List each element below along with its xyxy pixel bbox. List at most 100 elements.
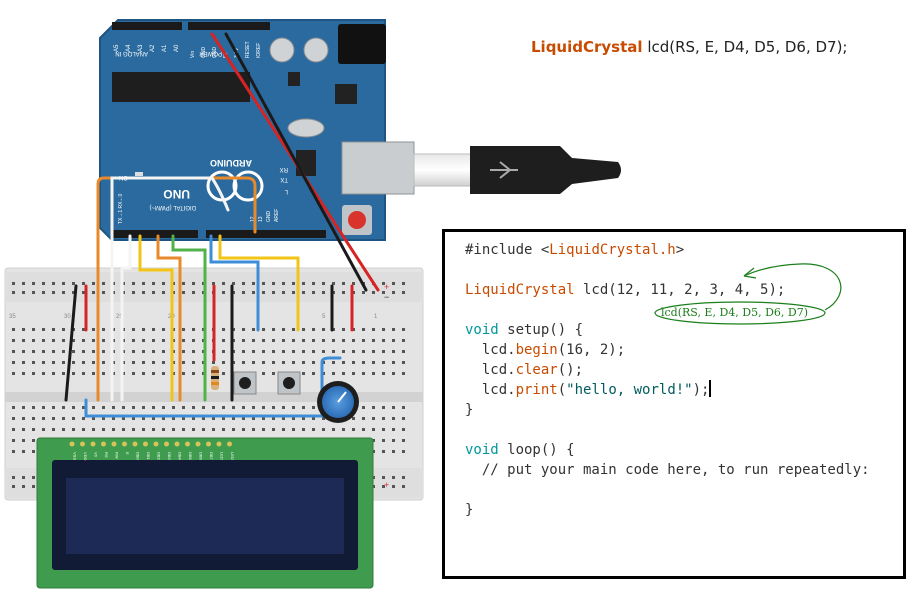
code-comment: // put your main code here, to run repea… bbox=[465, 462, 870, 478]
lcd-pin-label: VDD bbox=[83, 452, 88, 461]
lcd-pin-label: V0 bbox=[94, 452, 99, 458]
lcd-pin bbox=[195, 441, 201, 447]
board-pin13-label: 13 bbox=[258, 216, 264, 222]
code-loop-rest: loop() { bbox=[498, 442, 575, 458]
board-gnd-label: GND bbox=[266, 211, 272, 223]
lcd-pin bbox=[227, 441, 232, 447]
analog-pin-label: A0 bbox=[174, 44, 180, 52]
bb-plus-bottom: + bbox=[384, 480, 389, 490]
lcd-pin-label: DB1 bbox=[146, 452, 151, 461]
power-pin-label: Vin bbox=[190, 51, 196, 58]
lcd-constructor-signature: LiquidCrystal lcd(RS, E, D4, D5, D6, D7)… bbox=[531, 38, 848, 56]
board-digital-label: DIGITAL (PWM~) bbox=[149, 204, 196, 210]
lcd-pin-label: DB6 bbox=[199, 452, 204, 461]
lcd-pin bbox=[132, 441, 138, 447]
annotation-text: lcd(RS, E, D4, D5, D6, D7) bbox=[661, 306, 808, 319]
lcd-pin bbox=[122, 441, 127, 447]
lcd-pin bbox=[69, 441, 75, 447]
code-loop-keyword: void bbox=[465, 442, 499, 458]
lcd-pin bbox=[111, 441, 117, 447]
code-include-prefix: #include < bbox=[465, 242, 550, 258]
push-button-1 bbox=[233, 371, 257, 395]
code-line1-args: (16, 2); bbox=[557, 342, 626, 358]
bb-label-5: 5 bbox=[322, 314, 326, 320]
code-line2-function: clear bbox=[515, 362, 558, 378]
board-txrx-label: TX→1 RX←0 bbox=[118, 193, 124, 224]
board-brand: ARDUINO bbox=[210, 158, 252, 168]
board-power-label: POWER bbox=[199, 50, 222, 56]
code-decl-rest: lcd(12, 11, 2, 3, 4, 5); bbox=[574, 282, 786, 298]
board-l-label: L bbox=[284, 188, 288, 194]
lcd-pin bbox=[206, 441, 211, 447]
board-tx-label: TX bbox=[280, 176, 288, 182]
bb-label-1: 1 bbox=[374, 314, 378, 320]
wires bbox=[64, 32, 380, 418]
board-rx-label: RX bbox=[280, 166, 288, 172]
power-pin-label: RESET bbox=[245, 41, 251, 58]
code-line1-function: begin bbox=[515, 342, 558, 358]
lcd-pin-label: DB7 bbox=[209, 452, 214, 461]
code-line1-object: lcd. bbox=[465, 342, 516, 358]
lcd-pin bbox=[101, 441, 106, 447]
lcd-pin-label: RW bbox=[115, 452, 120, 459]
code-setup-rest: setup() { bbox=[498, 322, 584, 338]
code-loop-close: } bbox=[465, 502, 474, 518]
lcd-pin-label: LED bbox=[230, 452, 235, 460]
bb-label-35: 35 bbox=[9, 314, 16, 320]
code-line3-string: "hello, world!" bbox=[566, 382, 693, 398]
code-line2-object: lcd. bbox=[465, 362, 516, 378]
lcd-pin bbox=[90, 441, 96, 447]
analog-pin-label: A1 bbox=[162, 44, 168, 52]
lcd-pin-label: E bbox=[125, 452, 130, 455]
lcd-pin-label: DB4 bbox=[178, 452, 183, 461]
analog-pin-label: A4 bbox=[126, 44, 132, 52]
bb-plus-top: + bbox=[384, 282, 389, 292]
push-button-2 bbox=[277, 371, 301, 395]
lcd-pin bbox=[185, 441, 190, 447]
code-line2-args: (); bbox=[557, 362, 584, 378]
code-listing: #include <LiquidCrystal.h> LiquidCrystal… bbox=[465, 240, 870, 520]
signature-params: lcd(RS, E, D4, D5, D6, D7); bbox=[642, 38, 848, 56]
lcd-pin-label: DB3 bbox=[167, 452, 172, 461]
power-pin-label: GND bbox=[201, 47, 207, 59]
power-pin-label: IOREF bbox=[256, 43, 262, 58]
code-line3-object: lcd. bbox=[465, 382, 516, 398]
lcd-pin-label: LED bbox=[220, 452, 225, 460]
bb-label-25: 25 bbox=[116, 314, 123, 320]
usb-cable bbox=[413, 146, 621, 194]
potentiometer bbox=[317, 381, 359, 423]
arduino-board: ANALOG IN POWER ARDUINO UNO DIGITAL (PWM… bbox=[99, 19, 415, 241]
lcd-display: VSS VDD V0 RS RW E DB0 DB1 DB2 DB3 DB4 DB5 DB6 DB7 LED… bbox=[36, 437, 374, 589]
lcd-pin bbox=[80, 441, 85, 447]
board-analog-label: ANALOG IN bbox=[115, 50, 148, 56]
text-cursor bbox=[709, 380, 712, 397]
lcd-pin bbox=[174, 441, 180, 447]
power-pin-label: GND bbox=[212, 47, 218, 59]
board-model: UNO bbox=[163, 187, 190, 201]
bb-minus-top: − bbox=[384, 292, 389, 302]
board-aref-label: AREF bbox=[274, 209, 280, 222]
code-include-name: LiquidCrystal.h bbox=[549, 242, 676, 258]
board-pin12-label: 12 bbox=[250, 216, 256, 222]
code-setup-close: } bbox=[465, 402, 474, 418]
analog-pin-label: A5 bbox=[114, 44, 120, 52]
bb-label-30: 30 bbox=[64, 314, 71, 320]
code-line3-open: ( bbox=[557, 382, 567, 398]
analog-pin-label: A3 bbox=[138, 44, 144, 52]
code-decl-class: LiquidCrystal bbox=[465, 282, 575, 298]
code-panel: #include <LiquidCrystal.h> LiquidCrystal… bbox=[442, 229, 906, 579]
code-include-suffix: > bbox=[675, 242, 685, 258]
analog-pin-label: A2 bbox=[150, 44, 156, 52]
lcd-pin-label: VSS bbox=[73, 452, 78, 460]
lcd-pin bbox=[164, 441, 169, 447]
lcd-pin bbox=[216, 441, 222, 447]
code-line3-close: ); bbox=[692, 382, 710, 398]
code-setup-keyword: void bbox=[465, 322, 499, 338]
lcd-pin bbox=[153, 441, 159, 447]
code-line3-function: print bbox=[515, 382, 558, 398]
resistor bbox=[211, 366, 219, 390]
lcd-pin-label: DB2 bbox=[157, 452, 162, 461]
lcd-pin-label: DB5 bbox=[188, 452, 193, 461]
lcd-pin-label: DB0 bbox=[136, 452, 141, 461]
lcd-pin-label: RS bbox=[104, 452, 109, 458]
